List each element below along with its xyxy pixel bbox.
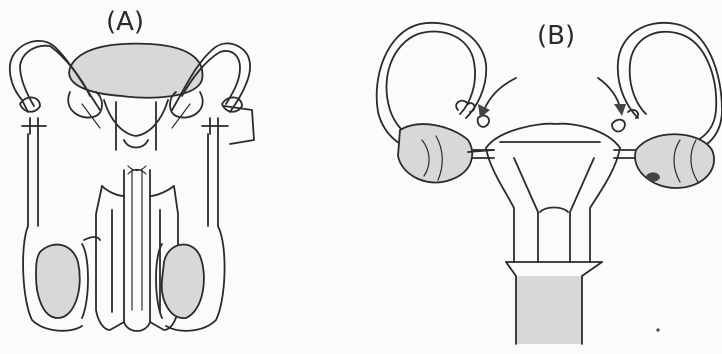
left-spermatic-cord xyxy=(28,134,38,226)
diagram-a-male-system: (A) xyxy=(10,7,254,331)
vagina xyxy=(516,276,582,344)
right-arrow xyxy=(598,78,620,108)
right-fallopian-tube xyxy=(614,32,716,150)
uterus-fundus xyxy=(486,124,620,148)
left-ligature-lower xyxy=(22,118,46,134)
urethra xyxy=(132,170,142,310)
prostate xyxy=(104,100,168,136)
diagram-b-label: (B) xyxy=(537,21,575,51)
uterine-cavity xyxy=(514,158,594,262)
bulbourethral-glands xyxy=(128,166,146,174)
right-spermatic-cord xyxy=(208,134,218,226)
right-arrowhead xyxy=(614,104,626,116)
uterus-outline xyxy=(486,148,620,262)
left-arrow xyxy=(484,78,516,110)
diagram-b-female-system: (B) xyxy=(377,21,722,344)
glans xyxy=(124,322,150,331)
diagram-a-label: (A) xyxy=(106,7,144,37)
right-ligature-lower xyxy=(202,118,228,134)
